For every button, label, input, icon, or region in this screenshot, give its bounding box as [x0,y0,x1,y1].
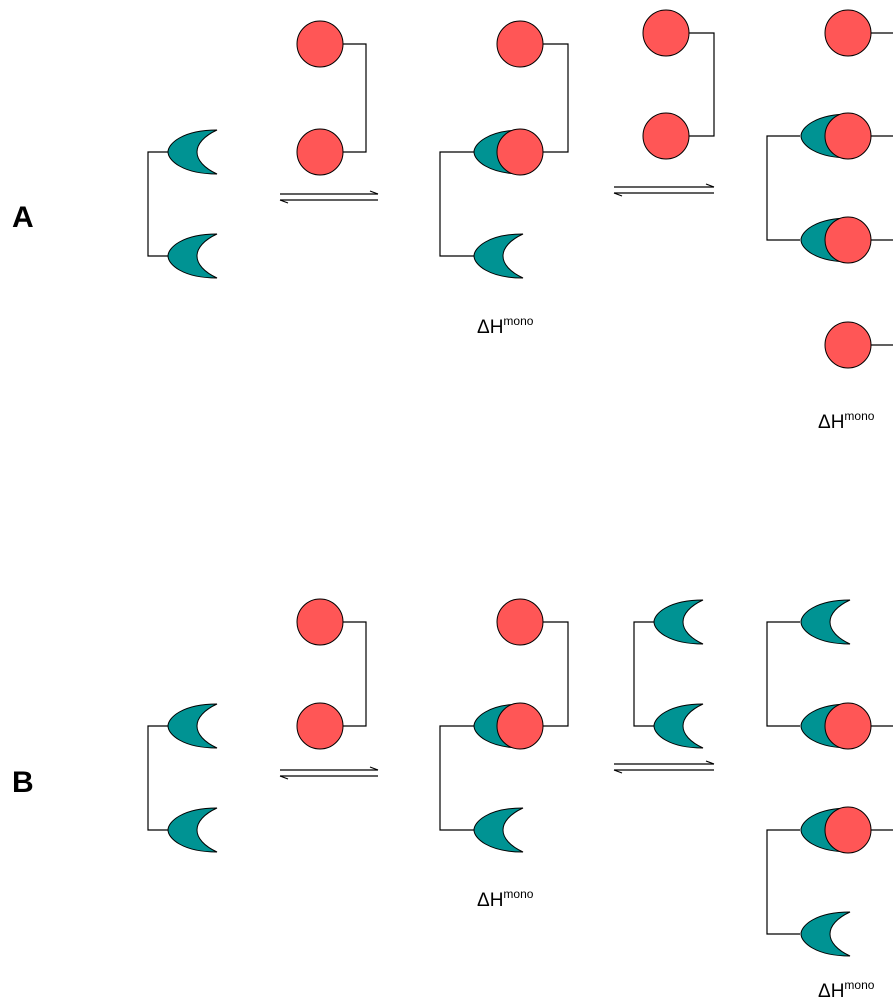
receptor-unit [800,911,851,957]
ligand-unit [824,806,872,854]
ligand-unit [824,112,872,160]
receptor-linker [766,135,800,241]
panel-label-b: B [12,766,34,799]
enthalpy-label: ΔHmono [477,887,534,911]
ligand-unit [824,9,872,57]
receptor-linker [147,725,182,831]
receptor-linker [439,725,474,831]
ligand-unit [296,20,344,68]
receptor-unit [167,233,218,279]
receptor-unit [167,129,218,175]
bivalent-receptor [633,599,704,749]
receptor-unit [473,807,524,853]
ligand-unit [496,598,544,646]
ligand-unit [642,9,690,57]
panel-b: B ΔHmono [12,598,893,1002]
enthalpy-label: ΔHmono [818,978,875,1002]
ligand-linker [520,43,569,153]
receptor-linker [633,621,668,727]
receptor-unit [800,599,851,645]
panel-label-a: A [12,201,34,234]
ligand-unit [496,20,544,68]
enthalpy-label: ΔHmono [477,314,534,338]
ligand-unit [496,702,544,750]
monovalent-complex [439,20,569,279]
enthalpy-label: ΔHmono [818,409,875,433]
receptor-linker [766,621,800,727]
receptor-unit [473,233,524,279]
ligand-unit [296,598,344,646]
receptor-linker [147,151,182,257]
receptor-unit [167,807,218,853]
receptor-unit [653,599,704,645]
bivalent-ligand [296,598,367,750]
equilibrium-arrow [613,183,715,197]
ligand-unit [642,112,690,160]
panel-a: A ΔHmono [12,9,893,433]
ligand-linker [666,32,715,137]
bivalent-ligand [642,9,715,160]
equilibrium-arrow [279,766,379,780]
ligand-unit [496,128,544,176]
receptor-linker [439,151,474,257]
receptor-linker [766,829,800,935]
bivalent-receptor [147,129,218,279]
receptor-unit [653,703,704,749]
crosslinked-complex [766,599,893,957]
ligand-unit [296,702,344,750]
monovalent-complex [439,598,569,853]
ligand-unit [824,321,872,369]
bivalent-ligand [296,20,367,176]
equilibrium-arrow [279,190,379,204]
ligand-unit [296,128,344,176]
equilibrium-arrow [613,760,715,774]
bivalent-complex [766,9,893,369]
receptor-unit [167,703,218,749]
ligand-unit [824,216,872,264]
ligand-unit [824,702,872,750]
bivalent-receptor [147,703,218,853]
ligand-linker [520,621,569,727]
